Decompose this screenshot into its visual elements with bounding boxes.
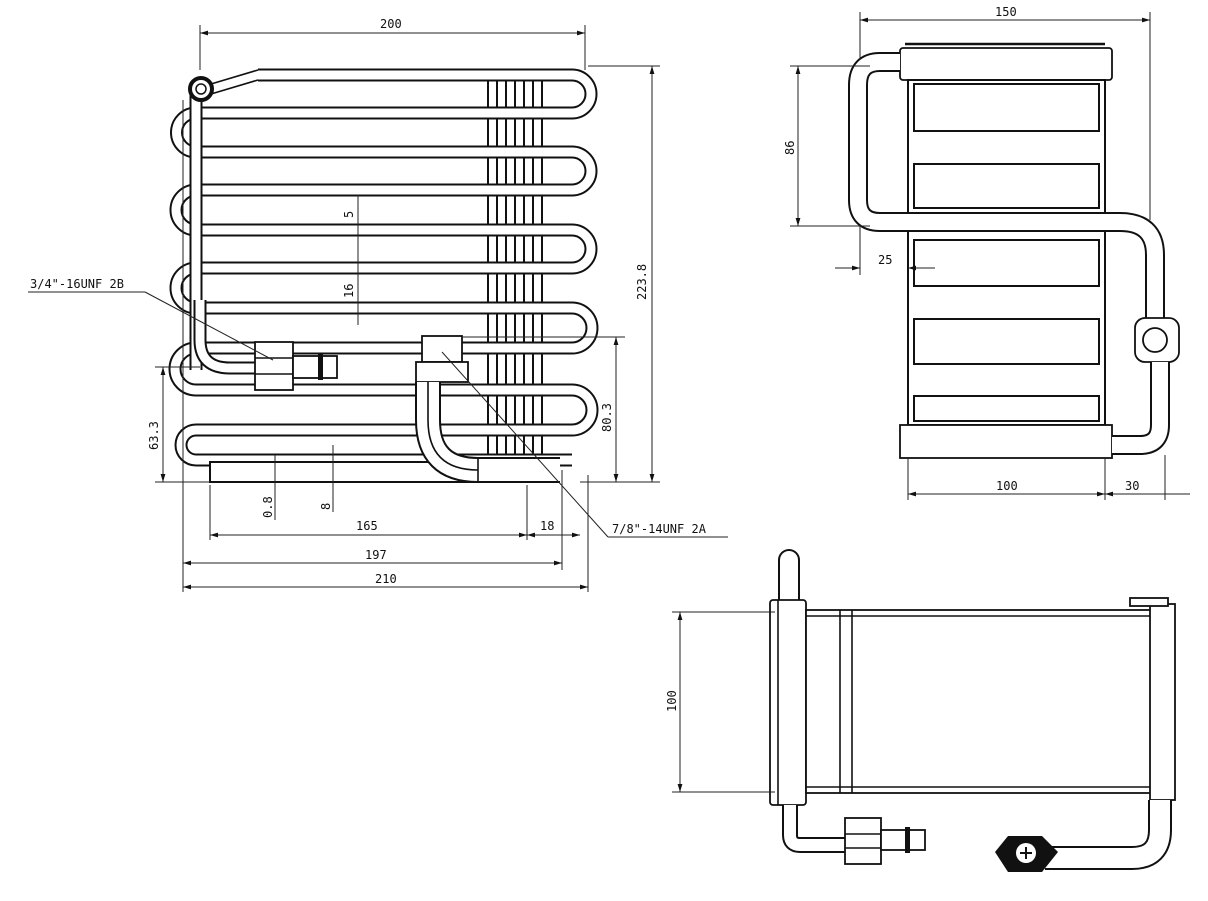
side-return-pipe (1112, 362, 1168, 453)
dim-150: 150 (995, 5, 1017, 19)
side-view: 150 86 25 100 30 (783, 5, 1190, 500)
side-suction-pipe (850, 54, 1163, 320)
inlet-fitting-stub (292, 355, 338, 379)
callout-inlet-fitting: 3/4"-16UNF 2B (30, 277, 124, 291)
core-band (913, 318, 1100, 365)
top-inlet-nut (844, 817, 882, 865)
outlet-nut-top (421, 335, 463, 363)
dim-86: 86 (783, 141, 797, 155)
dim-100-side: 100 (996, 479, 1018, 493)
dim-18: 18 (540, 519, 554, 533)
dim-25: 25 (878, 253, 892, 267)
core-band (913, 395, 1100, 422)
core-band (913, 163, 1100, 209)
core-body (805, 609, 1172, 794)
dim-165: 165 (356, 519, 378, 533)
dim-30: 30 (1125, 479, 1139, 493)
dim-100-top: 100 (665, 690, 679, 712)
dim-5: 5 (342, 211, 356, 218)
dim-8: 8 (319, 503, 333, 510)
dim-210: 210 (375, 572, 397, 586)
inlet-nut (254, 341, 294, 391)
top-inlet-pipe (784, 805, 845, 851)
dim-80-3: 80.3 (600, 403, 614, 432)
top-view: 100 (665, 549, 1176, 872)
side-core (907, 79, 1106, 426)
core-band (913, 83, 1100, 132)
callout-outlet-fitting: 7/8"-14UNF 2A (612, 522, 707, 536)
dim-223-8: 223.8 (635, 264, 649, 300)
dim-197: 197 (365, 548, 387, 562)
dim-63-3: 63.3 (147, 421, 161, 450)
left-header (769, 599, 807, 806)
o-ring (318, 354, 323, 380)
dim-0-8: 0.8 (261, 496, 275, 518)
core-band (913, 239, 1100, 287)
top-outlet-pipe (1045, 800, 1170, 868)
dim-200: 200 (380, 17, 402, 31)
top-tank (899, 47, 1113, 81)
bottom-tank (899, 424, 1113, 459)
right-header (1149, 603, 1176, 801)
front-view: 200 223.8 5 16 80.3 63.3 0.8 8 165 18 19… (28, 17, 728, 592)
dim-16: 16 (342, 284, 356, 298)
